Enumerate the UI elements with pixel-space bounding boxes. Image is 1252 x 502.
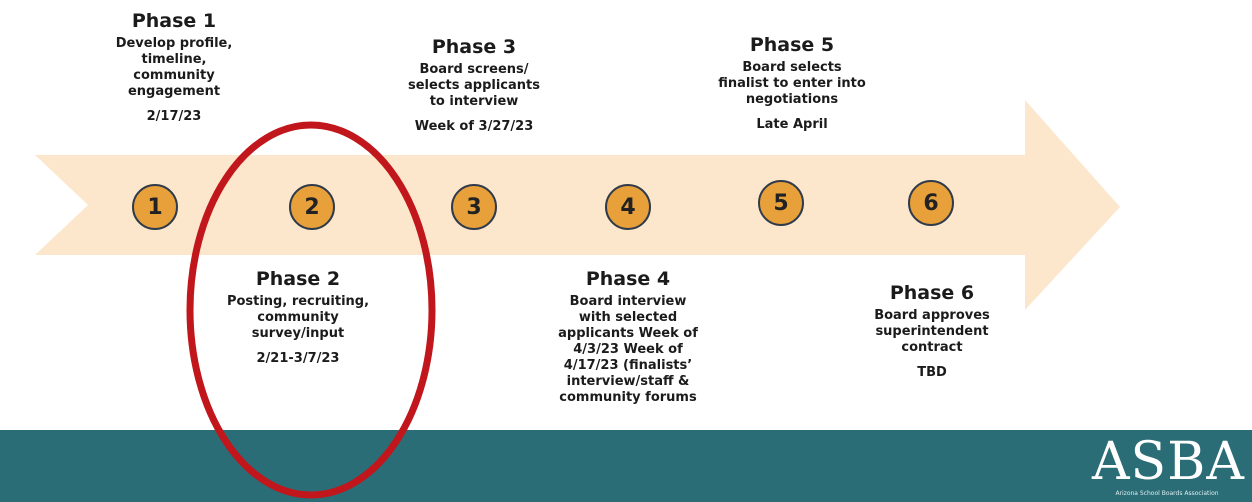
phase-4-desc: Board interview with selected applicants… — [558, 293, 698, 405]
phase-6-date: TBD — [917, 364, 947, 380]
footer-band — [0, 430, 1252, 502]
asba-logo-subtitle: Arizona School Boards Association — [1115, 490, 1219, 497]
phase-3-desc: Board screens/ selects applicants to int… — [408, 61, 540, 109]
phase-5-date: Late April — [756, 116, 828, 132]
phase-1-date: 2/17/23 — [146, 108, 202, 124]
step-circle-6: 6 — [908, 180, 954, 226]
step-circle-2: 2 — [289, 184, 335, 230]
phase-2-date: 2/21-3/7/23 — [256, 350, 340, 366]
phase-6-desc: Board approves superintendent contract — [874, 307, 990, 355]
asba-logo: ASBA Arizona School Boards Association — [1092, 432, 1245, 498]
phase-6-title: Phase 6 — [889, 282, 975, 304]
phase-1-title: Phase 1 — [131, 10, 217, 32]
phase-6: Phase 6 Board approves superintendent co… — [867, 282, 997, 380]
step-circle-1: 1 — [132, 184, 178, 230]
phase-2-title: Phase 2 — [255, 268, 341, 290]
phase-2-desc: Posting, recruiting, community survey/in… — [226, 293, 370, 341]
phase-3-title: Phase 3 — [431, 36, 517, 58]
phase-5: Phase 5 Board selects finalist to enter … — [717, 34, 867, 132]
step-circle-4: 4 — [605, 184, 651, 230]
phase-3: Phase 3 Board screens/ selects applicant… — [400, 36, 548, 134]
phase-4-title: Phase 4 — [585, 268, 671, 290]
phase-1: Phase 1 Develop profile, timeline, commu… — [104, 10, 244, 124]
phase-4: Phase 4 Board interview with selected ap… — [553, 268, 703, 406]
phase-1-desc: Develop profile, timeline, community eng… — [115, 35, 233, 99]
phase-5-title: Phase 5 — [749, 34, 835, 56]
phase-3-date: Week of 3/27/23 — [414, 118, 534, 134]
asba-logo-text: ASBA — [1092, 432, 1245, 492]
phase-2: Phase 2 Posting, recruiting, community s… — [223, 268, 373, 366]
step-circle-3: 3 — [451, 184, 497, 230]
timeline-arrow-shape — [35, 100, 1120, 310]
phase-5-desc: Board selects finalist to enter into neg… — [718, 59, 866, 107]
step-circle-5: 5 — [758, 180, 804, 226]
